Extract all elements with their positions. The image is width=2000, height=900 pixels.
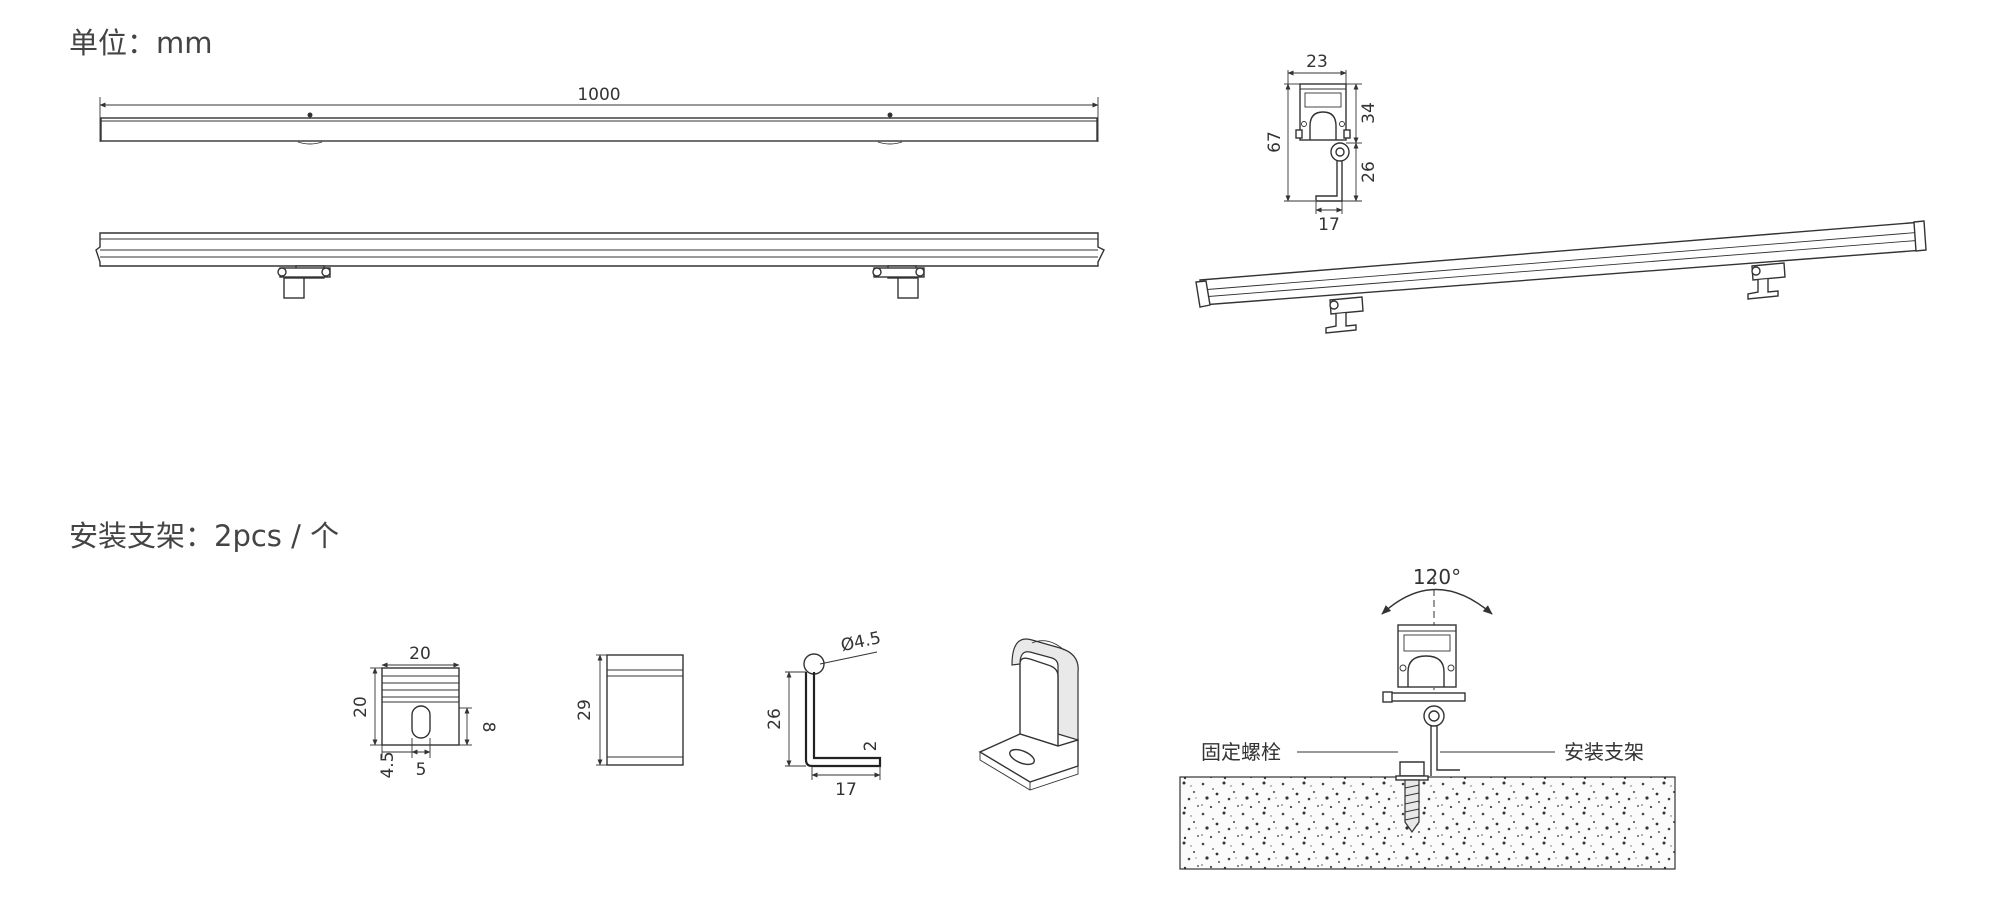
fixture-side-view xyxy=(95,232,1105,299)
section-lower-dim: 26 xyxy=(1359,161,1379,183)
b1-slot-width-dim: 5 xyxy=(416,760,427,780)
concrete-surface xyxy=(1179,776,1676,870)
b3-height-dim: 26 xyxy=(765,708,785,730)
b3-thickness-dim: 2 xyxy=(861,741,881,752)
section-foot-dim: 17 xyxy=(1318,215,1340,235)
bracket-isometric-view xyxy=(978,638,1079,791)
b1-height-dim: 20 xyxy=(351,696,371,718)
b2-height-dim: 29 xyxy=(575,699,595,721)
bracket-profile-view: Ø4.5 26 17 2 xyxy=(765,628,883,800)
fixture-perspective-view xyxy=(1195,220,1927,334)
b1-offset-dim: 4.5 xyxy=(378,751,398,778)
rotation-angle-label: 120° xyxy=(1413,565,1461,589)
section-upper-dim: 34 xyxy=(1359,102,1379,124)
b1-slot-dim: 8 xyxy=(478,722,498,733)
bracket-heading: 安装支架：2pcs / 个 xyxy=(69,519,340,553)
installation-view: 120° 固定螺栓 安装支架 xyxy=(1179,565,1676,870)
section-width-dim: 23 xyxy=(1306,52,1328,72)
b3-foot-dim: 17 xyxy=(835,780,857,800)
bracket-front-view: 20 20 8 4.5 5 xyxy=(351,644,498,780)
fixture-top-view: 1000 xyxy=(99,85,1099,145)
bracket-side-view: 29 xyxy=(575,654,684,766)
section-height-dim: 67 xyxy=(1265,131,1285,153)
b1-width-dim: 20 xyxy=(409,644,431,664)
cross-section-view: 23 67 34 26 17 xyxy=(1265,52,1379,235)
unit-heading: 单位：mm xyxy=(69,26,213,60)
bracket-label: 安装支架 xyxy=(1564,740,1644,764)
bolt-label: 固定螺栓 xyxy=(1201,740,1281,764)
length-dimension: 1000 xyxy=(577,85,620,105)
